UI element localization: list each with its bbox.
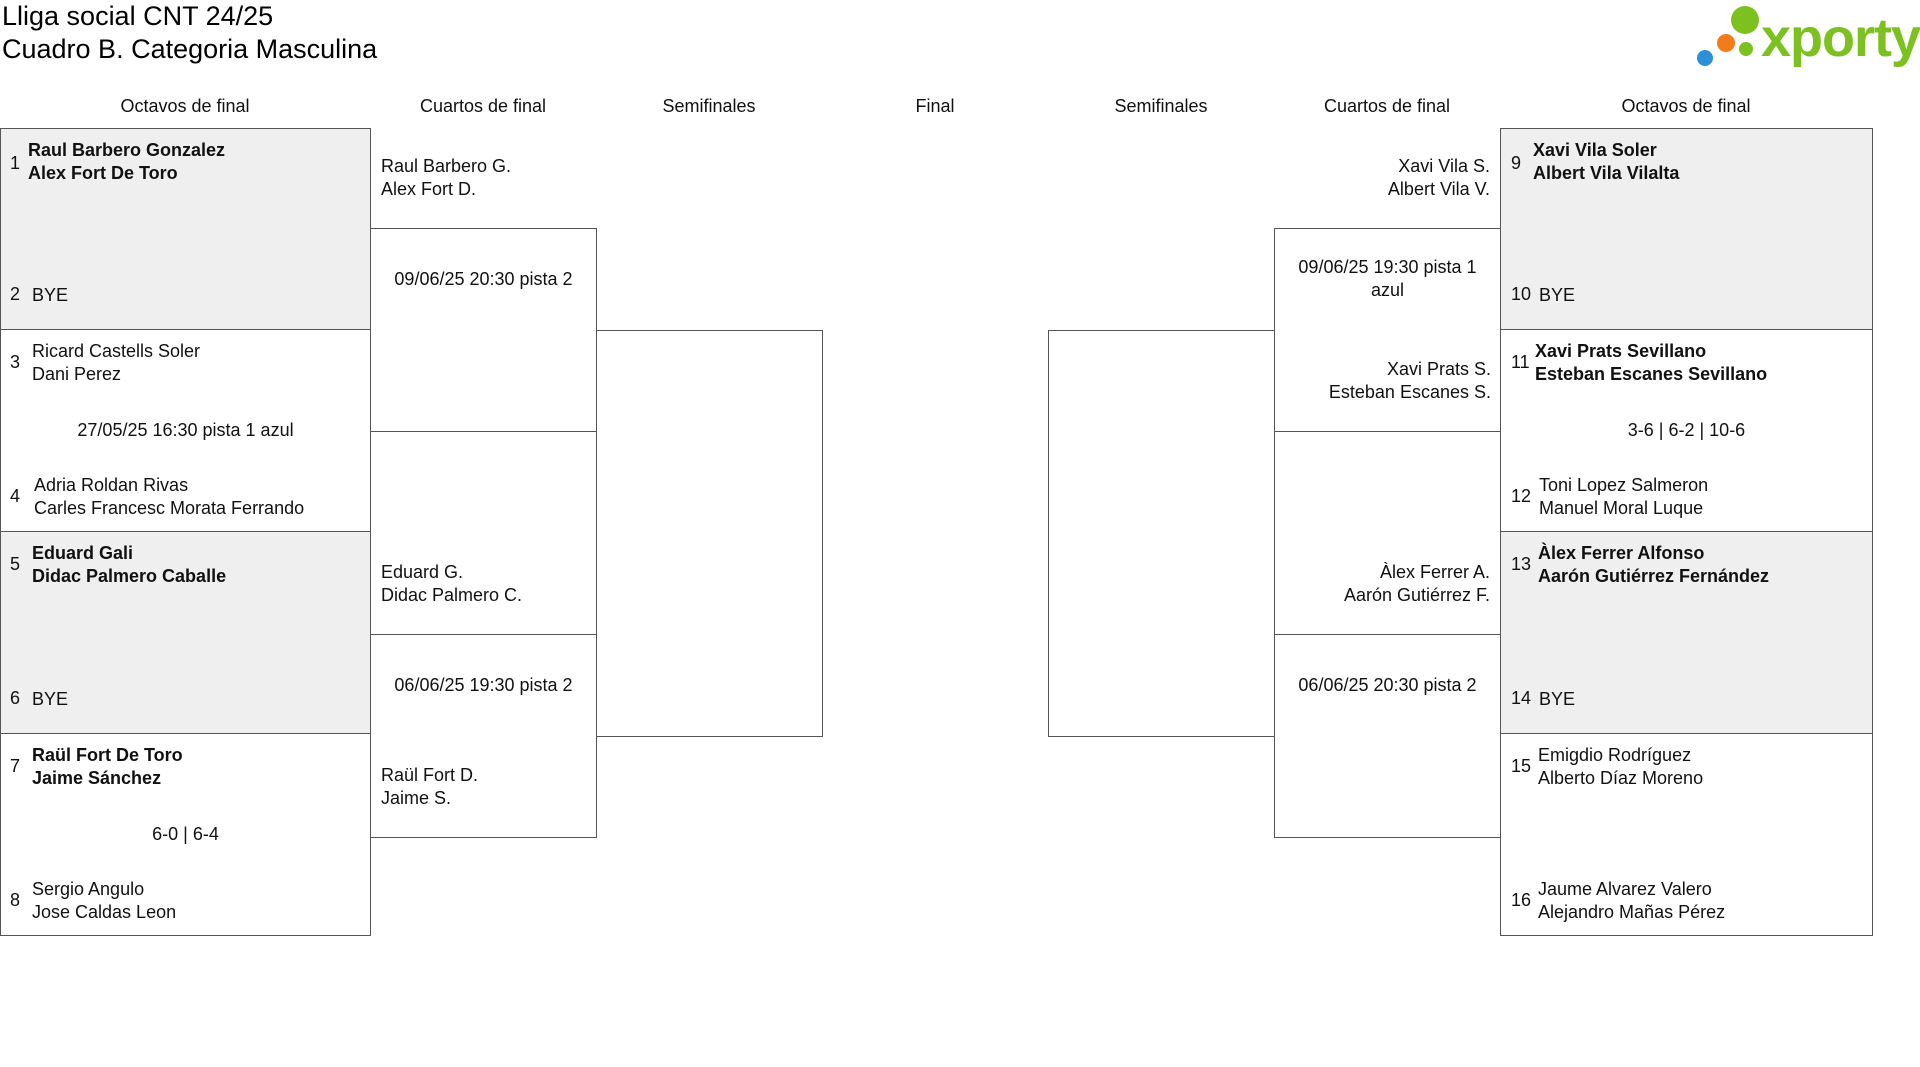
sf-left-bracket[interactable] [596, 330, 823, 737]
player-name: Dani Perez [32, 364, 122, 384]
player-name: Xavi Vila Soler [1533, 140, 1657, 160]
player-name: Raul Barbero Gonzalez [28, 140, 226, 160]
round-header-right-r16: Octavos de final [1621, 96, 1751, 116]
player-name: Alejandro Mañas Pérez [1538, 902, 1726, 922]
qf-left-1-top-player: Raul Barbero G. [381, 156, 512, 176]
qf-left-match-2[interactable]: 06/06/25 19:30 pista 2 Raül Fort D. Jaim… [370, 634, 597, 838]
match-schedule: 27/05/25 16:30 pista 1 azul [77, 420, 294, 440]
player-name: BYE [1539, 689, 1576, 709]
round-header-left-r16: Octavos de final [120, 96, 250, 116]
player-name: Raül Fort De Toro [32, 745, 183, 765]
logo-dot-orange [1717, 34, 1735, 52]
seed-number: 12 [1511, 486, 1532, 506]
r16-right-match-4[interactable]: 15 Emigdio Rodríguez Alberto Díaz Moreno… [1500, 733, 1873, 936]
player-name: Ricard Castells Soler [32, 341, 201, 361]
player-name: Xavi Prats S. [1386, 359, 1491, 379]
match-schedule: 06/06/25 19:30 pista 2 [394, 675, 573, 695]
player-name: Xavi Prats Sevillano [1535, 341, 1707, 361]
match-score: 3-6 | 6-2 | 10-6 [1627, 420, 1746, 440]
match-schedule: 09/06/25 19:30 pista 1 [1298, 257, 1477, 277]
player-name: Eduard Gali [32, 543, 134, 563]
qf-left-2-top-player: Eduard G. [381, 562, 464, 582]
seed-number: 8 [10, 890, 21, 910]
round-header-right-sf: Semifinales [1114, 96, 1208, 116]
qf-right-1-top-player: Albert Vila V. [1387, 179, 1490, 199]
player-name: Adria Roldan Rivas [34, 475, 189, 495]
player-name: Alex Fort De Toro [28, 163, 178, 183]
r16-left-match-2[interactable]: 3 Ricard Castells Soler Dani Perez 27/05… [0, 329, 371, 532]
r16-left-match-4[interactable]: 7 Raül Fort De Toro Jaime Sánchez 6-0 | … [0, 733, 371, 936]
seed-number: 3 [10, 352, 21, 372]
page-subtitle: Cuadro B. Categoria Masculina [2, 34, 378, 64]
qf-right-match-1[interactable]: 09/06/25 19:30 pista 1 azul Xavi Prats S… [1274, 228, 1501, 432]
page-title: Lliga social CNT 24/25 [2, 1, 274, 31]
qf-left-2-top-player: Didac Palmero C. [381, 585, 523, 605]
seed-number: 16 [1511, 890, 1532, 910]
player-name: Jaume Alvarez Valero [1538, 879, 1712, 899]
logo-dot-green [1731, 6, 1759, 34]
seed-number: 15 [1511, 756, 1532, 776]
r16-right-match-1[interactable]: 9 Xavi Vila Soler Albert Vila Vilalta 10… [1500, 128, 1873, 330]
qf-left-1-top-player: Alex Fort D. [381, 179, 477, 199]
player-name: Aarón Gutiérrez Fernández [1538, 566, 1770, 586]
seed-number: 7 [10, 756, 21, 776]
player-name: Manuel Moral Luque [1539, 498, 1704, 518]
seed-number: 1 [10, 153, 21, 173]
player-name: Jose Caldas Leon [32, 902, 177, 922]
player-name: BYE [32, 285, 69, 305]
logo-dot-blue [1697, 50, 1713, 66]
player-name: Jaime S. [381, 788, 452, 808]
seed-number: 5 [10, 554, 21, 574]
seed-number: 14 [1511, 688, 1532, 708]
match-schedule: 09/06/25 20:30 pista 2 [394, 269, 573, 289]
match-schedule-line2: azul [1370, 280, 1405, 300]
qf-right-2-top-player: Àlex Ferrer A. [1379, 562, 1490, 582]
sf-right-bracket[interactable] [1048, 330, 1275, 737]
r16-left-match-1[interactable]: 1 Raul Barbero Gonzalez Alex Fort De Tor… [0, 128, 371, 330]
player-name: Esteban Escanes Sevillano [1535, 364, 1768, 384]
seed-number: 11 [1511, 352, 1530, 372]
match-score: 6-0 | 6-4 [152, 824, 219, 844]
r16-right-match-2[interactable]: 11 Xavi Prats Sevillano Esteban Escanes … [1500, 329, 1873, 532]
round-header-right-qf: Cuartos de final [1323, 96, 1451, 116]
qf-right-2-top-player: Aarón Gutiérrez F. [1343, 585, 1490, 605]
qf-right-1-top-player: Xavi Vila S. [1398, 156, 1490, 176]
player-name: Esteban Escanes S. [1328, 382, 1491, 402]
player-name: Carles Francesc Morata Ferrando [34, 498, 305, 518]
player-name: BYE [32, 689, 69, 709]
seed-number: 2 [10, 284, 21, 304]
match-schedule: 06/06/25 20:30 pista 2 [1298, 675, 1477, 695]
player-name: Raül Fort D. [381, 765, 479, 785]
seed-number: 10 [1511, 284, 1532, 304]
player-name: Sergio Angulo [32, 879, 145, 899]
logo-text: xporty [1761, 8, 1920, 68]
seed-number: 13 [1511, 554, 1532, 574]
qf-left-match-1[interactable]: 09/06/25 20:30 pista 2 [370, 228, 597, 432]
player-name: Jaime Sánchez [32, 768, 162, 788]
r16-right-match-3[interactable]: 13 Àlex Ferrer Alfonso Aarón Gutiérrez F… [1500, 531, 1873, 734]
seed-number: 6 [10, 688, 21, 708]
seed-number: 4 [10, 486, 21, 506]
round-header-left-sf: Semifinales [662, 96, 756, 116]
r16-left-match-3[interactable]: 5 Eduard Gali Didac Palmero Caballe 6 BY… [0, 531, 371, 734]
seed-number: 9 [1511, 153, 1522, 173]
player-name: Emigdio Rodríguez [1538, 745, 1692, 765]
qf-right-match-2[interactable]: 06/06/25 20:30 pista 2 [1274, 634, 1501, 838]
logo-dot-green-small [1739, 42, 1753, 56]
player-name: Didac Palmero Caballe [32, 566, 227, 586]
player-name: Alberto Díaz Moreno [1538, 768, 1704, 788]
player-name: Àlex Ferrer Alfonso [1538, 543, 1705, 563]
player-name: Albert Vila Vilalta [1533, 163, 1680, 183]
round-header-final: Final [915, 96, 955, 116]
player-name: BYE [1539, 285, 1576, 305]
round-header-left-qf: Cuartos de final [419, 96, 547, 116]
player-name: Toni Lopez Salmeron [1539, 475, 1709, 495]
xporty-logo: xporty [1695, 4, 1920, 68]
